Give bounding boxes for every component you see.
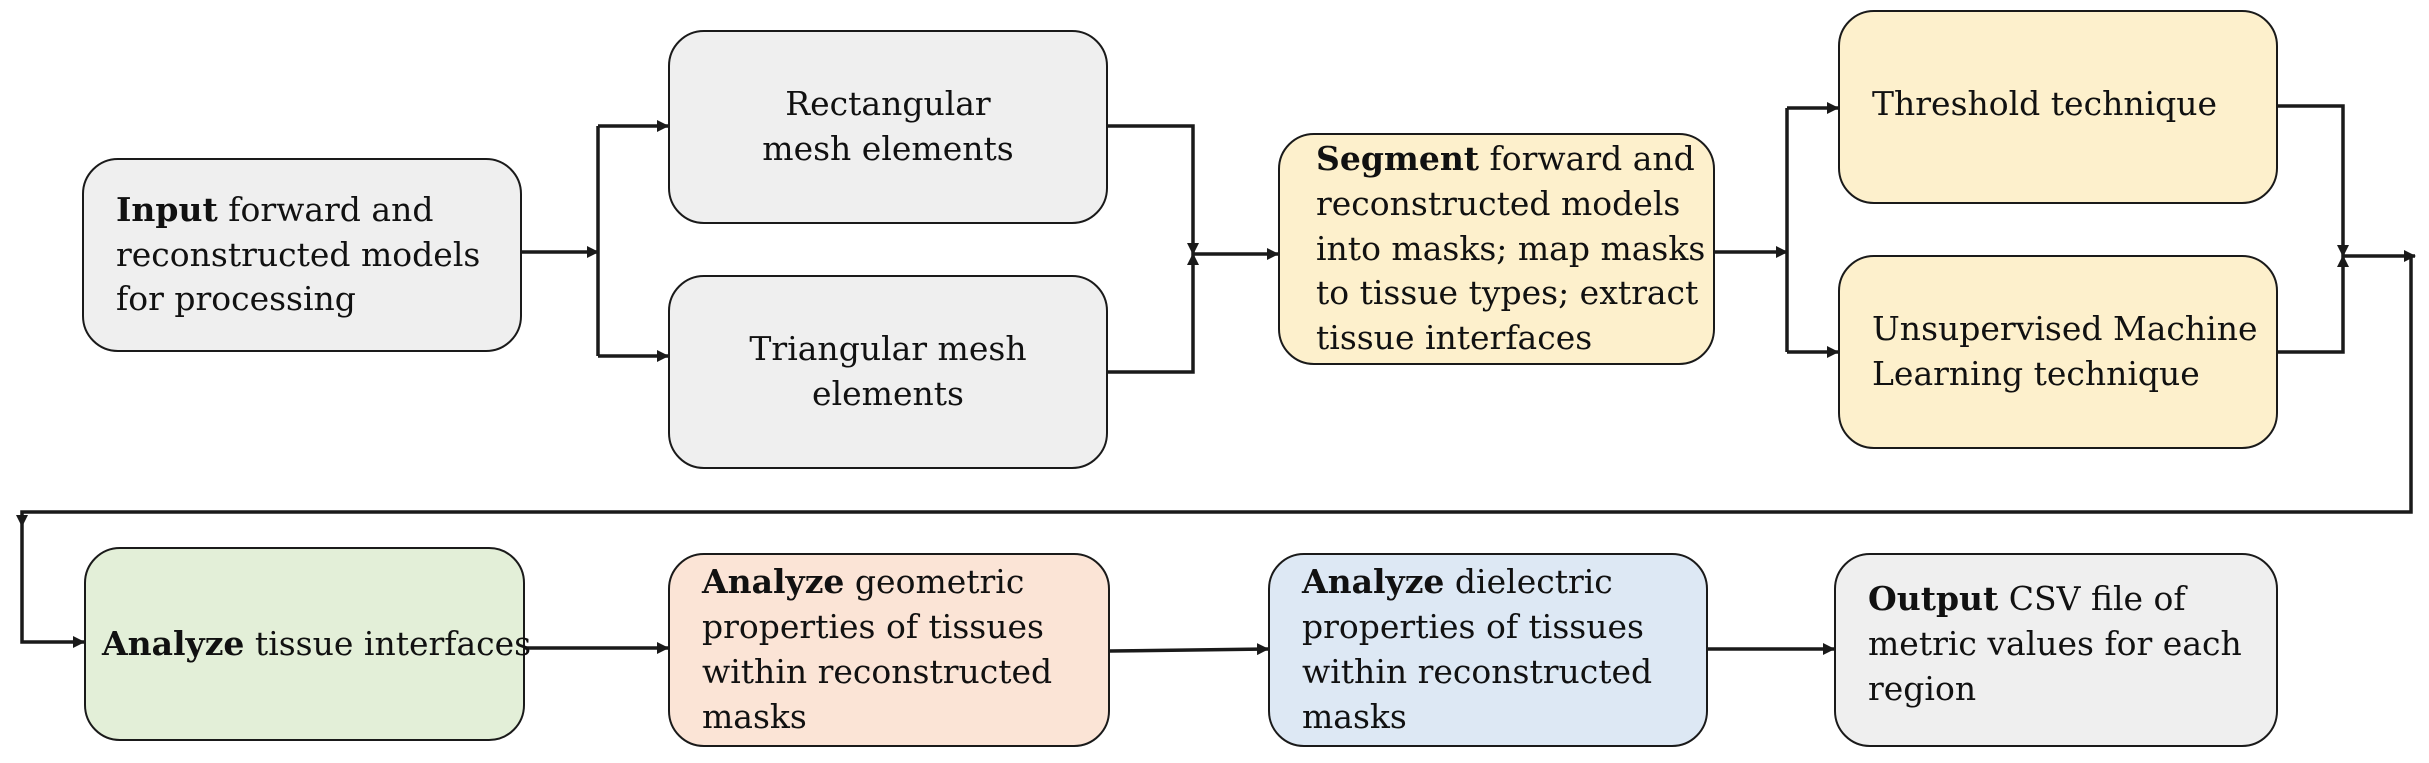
analyze-geometric-box: Analyze geometric properties of tissues … bbox=[668, 553, 1110, 747]
unsupervised-ml-box: Unsupervised Machine Learning technique bbox=[1838, 255, 2278, 449]
segment-box: Segment forward and reconstructed models… bbox=[1278, 133, 1715, 365]
output-bold-label: Output bbox=[1868, 579, 1999, 618]
analyze-dielectric-box: Analyze dielectric properties of tissues… bbox=[1268, 553, 1708, 747]
return-line bbox=[16, 256, 2413, 527]
analyze-interfaces-box: Analyze tissue interfaces bbox=[84, 547, 531, 741]
rectangular-mesh-box: Rectangular mesh elements bbox=[668, 30, 1108, 224]
analyze-geometric-bold-label: Analyze bbox=[702, 562, 845, 602]
line-rect-to-merge bbox=[1108, 124, 1199, 255]
analyze-interfaces-bold-label: Analyze bbox=[102, 623, 245, 663]
segment-bold-label: Segment bbox=[1316, 138, 1480, 178]
analyze-dielectric-bold-label: Analyze bbox=[1302, 562, 1445, 602]
arrow-geometric-to-dielectric bbox=[1109, 643, 1269, 656]
threshold-technique-box: Threshold technique bbox=[1838, 10, 2278, 204]
input-bold-label: Input bbox=[116, 189, 218, 229]
line-unsupervised-to-merge bbox=[2278, 255, 2349, 354]
line-tri-to-merge bbox=[1108, 253, 1199, 374]
arrow-to-analyze-interfaces bbox=[20, 526, 85, 648]
triangular-mesh-box: Triangular mesh elements bbox=[668, 275, 1108, 469]
line-threshold-to-merge bbox=[2278, 104, 2349, 257]
input-box: Input forward and reconstructed models f… bbox=[82, 158, 522, 352]
output-box: Output CSV file of metric values for eac… bbox=[1834, 553, 2278, 747]
